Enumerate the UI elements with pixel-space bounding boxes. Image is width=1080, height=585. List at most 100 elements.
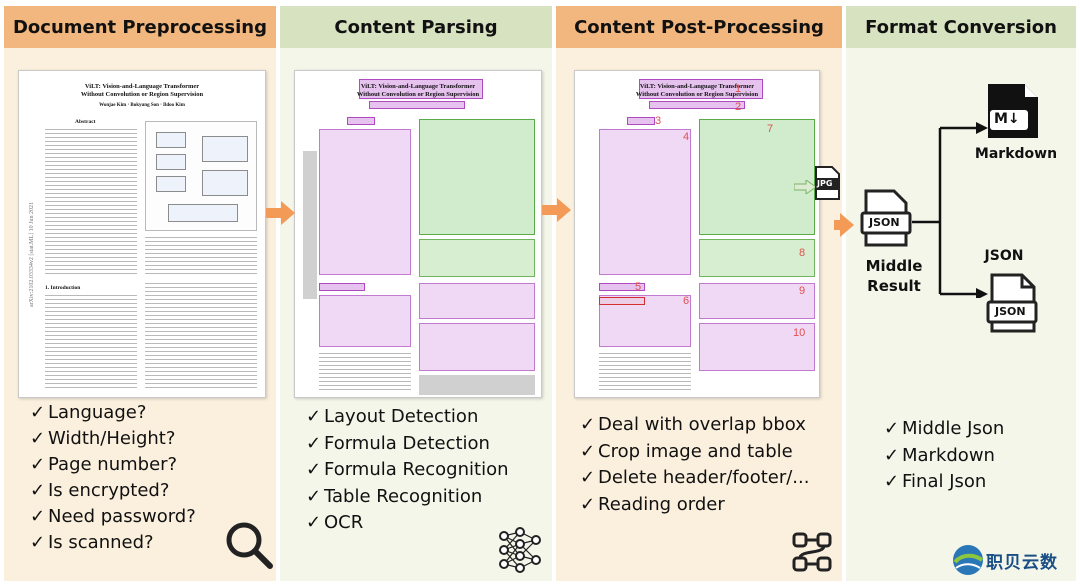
- checkmark-icon: ✓: [580, 493, 596, 515]
- markdown-label: Markdown: [974, 146, 1058, 162]
- authors-bbox: [649, 101, 745, 109]
- order-number: 7: [767, 123, 774, 135]
- checkmark-icon: ✓: [30, 532, 46, 553]
- checklist-item-label: Deal with overlap bbox: [598, 414, 806, 435]
- checklist-format-conversion: ✓Middle Json✓Markdown✓Final Json: [884, 416, 1004, 496]
- text-bbox: [699, 323, 815, 371]
- extract-arrow-icon: [794, 180, 816, 194]
- checklist-item-label: Final Json: [902, 471, 987, 492]
- connector-arrows: [912, 122, 988, 298]
- discarded-bbox: [419, 375, 535, 395]
- caption-bbox: [419, 239, 535, 277]
- column-body: ViLT: Vision-and-Language Transformer Wi…: [556, 48, 842, 581]
- checklist-item-label: Layout Detection: [324, 406, 479, 427]
- jpg-file-icon: JPG: [814, 166, 840, 200]
- checkmark-icon: ✓: [306, 432, 322, 454]
- checklist-item: ✓Page number?: [30, 452, 196, 478]
- paper-intro-heading: 1. Introduction: [45, 285, 81, 291]
- intro-title-bbox: [319, 283, 365, 291]
- watermark-logo: 职贝云数: [950, 540, 1076, 580]
- markdown-file-icon: M↓: [984, 82, 1040, 140]
- order-number: 2: [735, 101, 742, 113]
- order-number: 3: [655, 115, 662, 127]
- checkmark-icon: ✓: [30, 454, 46, 475]
- checkmark-icon: ✓: [306, 512, 322, 533]
- checklist-item-label: Table Recognition: [324, 485, 483, 507]
- checklist-item-label: Is scanned?: [48, 532, 154, 553]
- checklist-item: ✓Final Json: [884, 469, 1004, 496]
- checklist-item-label: Page number?: [48, 454, 178, 475]
- checkmark-icon: ✓: [580, 467, 596, 488]
- paper-title: ViLT: Vision-and-Language Transformer Wi…: [356, 83, 480, 98]
- checkmark-icon: ✓: [306, 459, 322, 480]
- checklist-item-label: Formula Recognition: [324, 459, 509, 480]
- post-processed-page: ViLT: Vision-and-Language Transformer Wi…: [574, 70, 820, 398]
- checklist-item-label: Delete header/footer/...: [598, 467, 810, 488]
- column-content-parsing: Content Parsing ViLT: Vision-and-Languag…: [280, 6, 552, 581]
- layout-detected-page: ViLT: Vision-and-Language Transformer Wi…: [294, 70, 542, 398]
- order-number: 8: [799, 247, 806, 259]
- paper-text: [599, 353, 691, 391]
- checklist-item: ✓Middle Json: [884, 416, 1004, 443]
- checklist-item: ✓OCR: [306, 510, 509, 537]
- checklist-item-label: Width/Height?: [48, 428, 176, 449]
- neural-network-icon: [499, 527, 541, 573]
- checklist-item-label: Markdown: [902, 444, 995, 466]
- checklist-item: ✓Width/Height?: [30, 426, 196, 452]
- paper-right-text: [145, 283, 257, 391]
- checkmark-icon: ✓: [884, 418, 900, 439]
- order-number: 9: [799, 285, 806, 297]
- checklist-item: ✓Is scanned?: [30, 530, 196, 556]
- checkmark-icon: ✓: [30, 402, 46, 423]
- abstract-title-bbox: [627, 117, 655, 125]
- middle-json-file-icon: JSON: [860, 188, 912, 248]
- paper-authors: Wonjae Kim · Bokyung Son · Ildoo Kim: [99, 103, 185, 108]
- checkmark-icon: ✓: [884, 471, 900, 492]
- checklist-item: ✓Table Recognition: [306, 484, 509, 511]
- checkmark-icon: ✓: [30, 506, 46, 527]
- paper-intro-text: [45, 295, 137, 391]
- paper-figure-caption: [145, 237, 257, 277]
- order-number: 4: [683, 131, 690, 143]
- paper-text: [319, 353, 411, 391]
- json-file-icon: JSON: [984, 272, 1040, 334]
- checklist-item: ✓Language?: [30, 400, 196, 426]
- image-bbox: [419, 119, 535, 235]
- checklist-item: ✓Reading order: [580, 492, 809, 519]
- checklist-item: ✓Crop image and table: [580, 439, 809, 466]
- column-title: Content Post-Processing: [556, 6, 842, 48]
- checklist-preprocessing: ✓Language?✓Width/Height?✓Page number?✓Is…: [30, 400, 196, 556]
- checkmark-icon: ✓: [30, 428, 46, 449]
- column-body: JSON Middle Result M↓ Mark: [846, 48, 1076, 581]
- column-body: ViLT: Vision-and-Language Transformer Wi…: [4, 48, 276, 581]
- checklist-item: ✓Layout Detection: [306, 404, 509, 431]
- checkmark-icon: ✓: [306, 406, 322, 427]
- workflow-icon: [792, 532, 832, 572]
- image-bbox: [699, 119, 815, 235]
- column-title: Document Preprocessing: [4, 6, 276, 48]
- checklist-item: ✓Is encrypted?: [30, 478, 196, 504]
- checklist-parsing: ✓Layout Detection✓Formula Detection✓Form…: [306, 404, 509, 537]
- text-bbox: [599, 295, 691, 347]
- checkmark-icon: ✓: [580, 440, 596, 462]
- checklist-item: ✓Formula Detection: [306, 431, 509, 458]
- middle-result-label: Middle Result: [865, 257, 923, 295]
- json-label: JSON: [984, 248, 1024, 264]
- title-bbox: [639, 79, 763, 99]
- column-title: Format Conversion: [846, 6, 1076, 48]
- order-number: 6: [683, 295, 690, 307]
- order-number: 5: [635, 281, 642, 293]
- checkmark-icon: ✓: [884, 444, 900, 466]
- text-bbox: [419, 283, 535, 319]
- checkmark-icon: ✓: [30, 480, 46, 501]
- order-number: 10: [793, 327, 806, 339]
- paper-abstract-heading: Abstract: [75, 119, 96, 125]
- checklist-item: ✓Deal with overlap bbox: [580, 412, 809, 439]
- checklist-item-label: OCR: [324, 512, 364, 533]
- checklist-item-label: Need password?: [48, 506, 196, 527]
- paper-title: ViLT: Vision-and-Language Transformer Wi…: [80, 83, 204, 98]
- checklist-item-label: Formula Detection: [324, 432, 490, 454]
- paper-figure: [145, 121, 257, 231]
- caption-bbox: [699, 239, 815, 277]
- checklist-item-label: Is encrypted?: [48, 480, 170, 501]
